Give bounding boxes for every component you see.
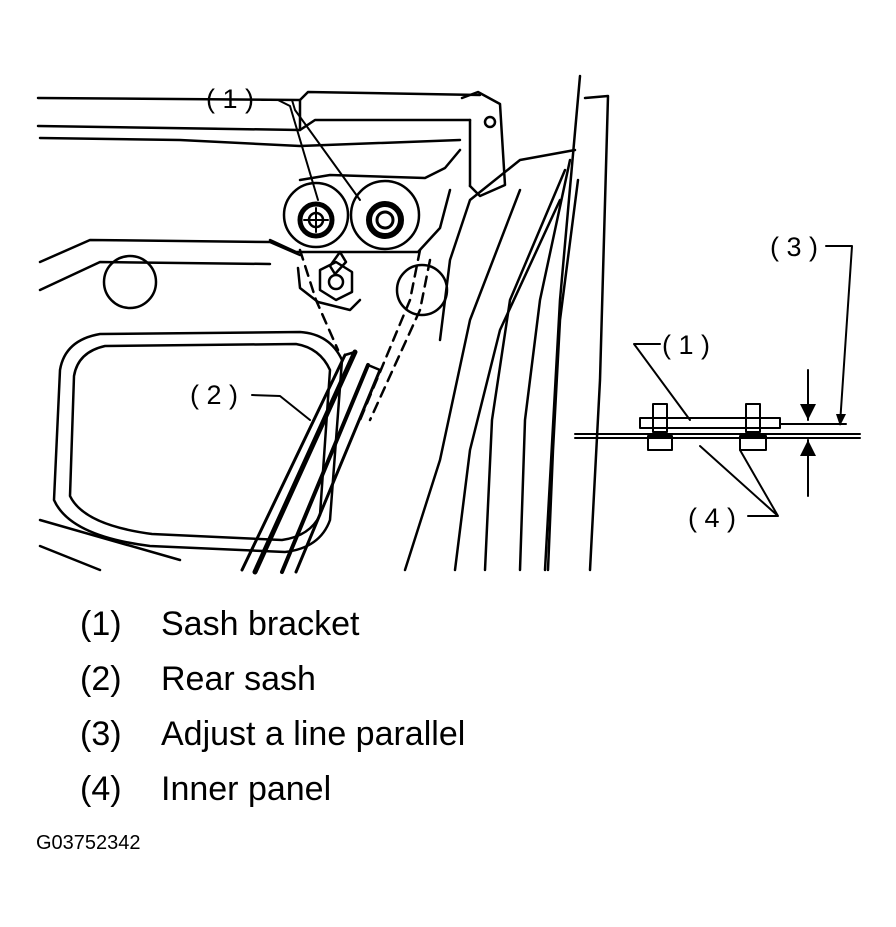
lower-rail-2 (38, 260, 272, 292)
rear-sash-top (343, 350, 382, 372)
callout-detail-4: ( 4 ) (688, 503, 736, 533)
pillar-channel-e (453, 198, 562, 572)
pillar-flange (583, 94, 610, 572)
bracket-plate-lower (268, 188, 452, 254)
pillar-channel-a (518, 158, 572, 572)
detail-nut-left (647, 435, 673, 451)
dim-arrow-up (800, 440, 816, 456)
upper-frame-rail (36, 90, 482, 102)
pillar-inner (438, 148, 577, 342)
lower-door-line-2 (38, 544, 102, 572)
lower-door-line-1 (38, 518, 182, 562)
grommet-left-cross (303, 207, 329, 233)
callout-main-2: ( 2 ) (190, 380, 238, 410)
detail-leader-1 (633, 343, 691, 421)
callout-leader-1b (277, 99, 319, 201)
frame-mid-rail (38, 136, 462, 148)
grommet-right-outer (349, 179, 421, 251)
legend-item: (2) Rear sash (80, 659, 680, 699)
rear-sash-line-1 (252, 349, 358, 575)
lower-rail (38, 238, 302, 264)
access-hole-left (102, 254, 158, 310)
legend-number: (3) (80, 715, 122, 753)
grommet-left-ring (297, 201, 335, 239)
legend-number: (1) (80, 605, 122, 643)
upper-frame-rail-lower (36, 118, 472, 132)
detail-bolt-right (745, 403, 761, 433)
legend-label: Inner panel (161, 770, 332, 808)
detail-bolt-left (652, 403, 668, 433)
callout-main-1: ( 1 ) (206, 84, 254, 114)
window-opening-inner (68, 342, 332, 542)
legend-number: (2) (80, 660, 122, 698)
legend-number: (4) (80, 770, 122, 808)
pillar-channel-b (546, 178, 580, 572)
door-diagram: ( 1 ) ( 2 ) ( 1 ) ( 3 ) ( 4 ) (36, 74, 861, 575)
legend-label: Sash bracket (161, 605, 360, 643)
legend-item: (3) Adjust a line parallel (80, 714, 680, 754)
callout-leader-1 (261, 99, 361, 201)
pillar-channel-c (483, 168, 567, 572)
access-hole-right (395, 263, 449, 317)
pillar-channel-d (403, 188, 522, 572)
rear-sash-line-2 (280, 363, 370, 574)
grommet-right-ring (366, 201, 404, 239)
callout-detail-1: ( 1 ) (662, 330, 710, 360)
window-opening-outer (52, 330, 344, 554)
rear-sash-outer (240, 353, 347, 572)
legend-item: (4) Inner panel (80, 769, 680, 809)
legend-label: Adjust a line parallel (161, 715, 466, 753)
figure-id: G03752342 (36, 832, 141, 854)
bracket-tab-hole (483, 115, 497, 129)
callout-detail-3: ( 3 ) (770, 232, 818, 262)
callout-leader-2 (251, 394, 311, 421)
legend-item: (1) Sash bracket (80, 604, 680, 644)
bracket-plate (298, 148, 462, 182)
legend-label: Rear sash (161, 660, 316, 698)
rear-sash-line-3 (294, 368, 382, 574)
detail-leader-3-arrow (836, 414, 846, 426)
projection-dash-right-b (368, 258, 432, 422)
detail-inner-panel (574, 433, 861, 439)
detail-bracket-plate (639, 417, 781, 429)
detail-nut-right (739, 435, 767, 451)
projection-dash-left (298, 248, 340, 352)
detail-leader-3 (825, 245, 853, 425)
bracket-tab (460, 90, 507, 198)
grommet-left-outer (282, 181, 350, 249)
detail-leader-4 (699, 445, 779, 517)
grommet-right-center (375, 210, 395, 230)
dim-arrow-down (800, 404, 816, 420)
bracket-nut-hole (327, 273, 345, 291)
bracket-nut (318, 260, 354, 302)
